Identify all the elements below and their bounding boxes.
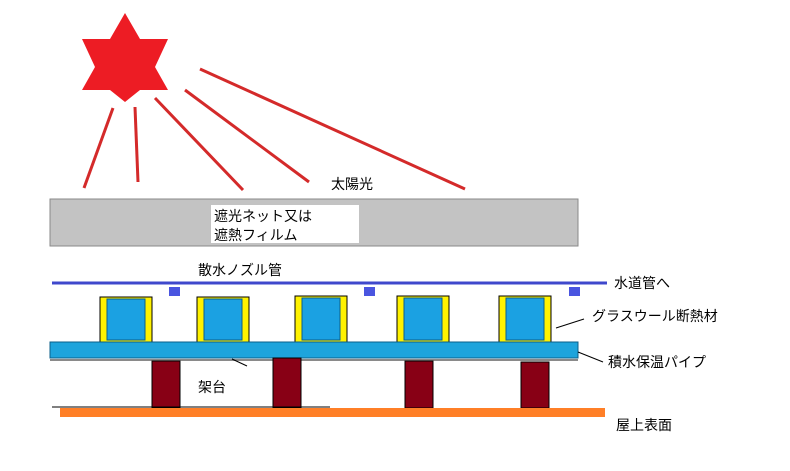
insulated-pipe — [396, 295, 450, 343]
stand-leg — [404, 360, 434, 409]
sun-ray — [199, 67, 466, 191]
stand-label: 架台 — [198, 380, 226, 396]
glass-wool-leader — [555, 318, 585, 329]
glass-wool-label: グラスウール断熱材 — [592, 309, 718, 325]
sun-ray — [133, 106, 140, 183]
shade-net-label-line1: 遮光ネット又は — [214, 209, 312, 225]
nozzle-pipe-label: 散水ノズル管 — [198, 263, 282, 279]
to-water-pipe-label: 水道管へ — [614, 276, 670, 292]
stand-leg — [520, 361, 550, 409]
stand-leg — [272, 357, 302, 409]
sun-ray — [82, 107, 115, 189]
shade-net-label-box — [211, 205, 359, 243]
sun-star-icon — [82, 13, 168, 102]
storage-pipe-label: 積水保温パイプ — [608, 355, 706, 371]
storage-pipe-leader — [577, 351, 604, 363]
roof-surface — [60, 408, 605, 417]
nozzle — [169, 287, 180, 296]
shade-net-label-line2: 遮熱フィルム — [214, 228, 297, 244]
sun-ray — [184, 88, 310, 184]
stand-leg — [151, 360, 181, 409]
sunlight-label: 太陽光 — [331, 177, 373, 193]
nozzle — [364, 287, 375, 296]
stand-leader — [231, 358, 248, 367]
sun-rays — [82, 67, 466, 192]
nozzle — [569, 287, 580, 296]
insulated-pipe — [196, 296, 250, 343]
sun-ray — [153, 96, 245, 192]
roof-surface-label: 屋上表面 — [616, 418, 672, 434]
base-board — [49, 341, 579, 359]
insulated-pipe — [498, 295, 552, 343]
insulated-pipe — [99, 296, 153, 343]
insulated-pipe — [294, 295, 348, 343]
